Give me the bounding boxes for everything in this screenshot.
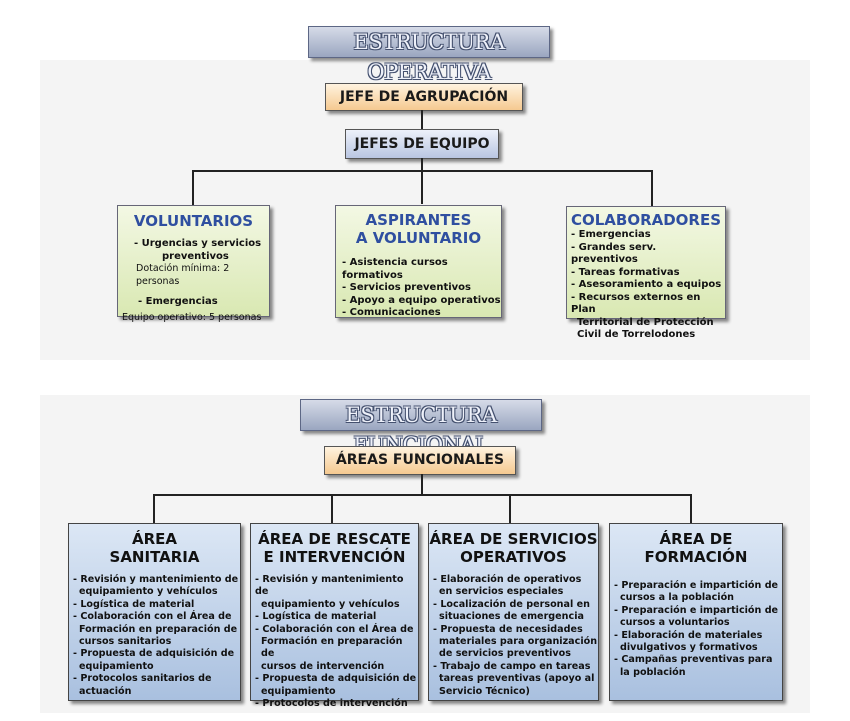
aspirantes-title-line1: ASPIRANTES — [365, 211, 472, 229]
area-title-line2: FORMACIÓN — [644, 548, 748, 566]
connector — [651, 170, 653, 206]
connector — [690, 494, 692, 523]
area-item: de servicios preventivos — [439, 648, 571, 660]
voluntarios-line: preventivos — [162, 250, 229, 262]
area-item: - Colaboración con el Área de — [255, 623, 414, 635]
area-formacion-box: ÁREA DE FORMACIÓN - Preparación e impart… — [609, 523, 783, 701]
jefe-agrupacion-box: JEFE DE AGRUPACIÓN — [325, 83, 523, 111]
colaboradores-item: - Asesoramiento a equipos — [571, 279, 722, 290]
connector — [421, 474, 423, 495]
area-item: - Revisión y mantenimiento de — [255, 574, 404, 598]
area-title-line1: ÁREA DE SERVICIOS — [429, 530, 598, 548]
area-item: - Elaboración de operativos — [433, 574, 582, 585]
area-item: situaciones de emergencia — [439, 611, 584, 623]
area-items: - Preparación e impartición de cursos a … — [614, 580, 782, 679]
area-item: Formación en preparación de — [261, 636, 403, 660]
operativa-banner: ESTRUCTURA OPERATIVA — [308, 26, 550, 84]
area-item: - Protocolos de intervención — [255, 698, 408, 710]
area-sanitaria-box: ÁREA SANITARIA - Revisión y mantenimient… — [68, 523, 241, 701]
area-item: - Protocolos sanitarios de — [73, 673, 212, 685]
area-title-line1: ÁREA DE RESCATE — [258, 530, 411, 548]
connector — [331, 494, 333, 523]
area-item: en servicios especiales — [439, 586, 564, 598]
connector — [421, 110, 423, 129]
colaboradores-item: Territorial de Protección — [577, 316, 714, 328]
area-item: - Propuesta de necesidades — [433, 623, 583, 635]
voluntarios-line: - Urgencias y servicios — [134, 238, 262, 249]
area-item: - Trabajo de campo en tareas — [433, 660, 591, 672]
area-item: - Colaboración con el Área de — [73, 611, 232, 623]
area-item: equipamiento — [79, 660, 154, 672]
aspirantes-title-line2: A VOLUNTARIO — [355, 229, 482, 247]
area-item: divulgativos y formativos — [620, 642, 758, 654]
area-servicios-box: ÁREA DE SERVICIOS OPERATIVOS - Elaboraci… — [428, 523, 599, 701]
area-item: materiales para organización — [439, 636, 598, 648]
area-item: Servicio Técnico) — [439, 685, 530, 697]
area-item: equipamiento — [261, 685, 336, 697]
areas-funcionales-box: ÁREAS FUNCIONALES — [324, 446, 516, 475]
area-item: cursos de intervención — [261, 660, 385, 672]
colaboradores-item: - Emergencias — [571, 229, 651, 240]
colaboradores-item: - Grandes serv. preventivos — [571, 241, 657, 266]
aspirantes-item: - Asistencia cursos formativos — [342, 257, 448, 281]
voluntarios-line: - Emergencias — [138, 296, 218, 307]
area-item: actuación — [79, 685, 132, 697]
aspirantes-item: - Servicios preventivos — [342, 282, 471, 293]
area-item: - Preparación e impartición de — [614, 580, 779, 591]
colaboradores-box: COLABORADORES - Emergencias - Grandes se… — [566, 206, 726, 340]
connector — [421, 158, 423, 171]
area-item: - Revisión y mantenimiento de — [73, 574, 239, 585]
voluntarios-box: VOLUNTARIOS - Urgencias y servicios prev… — [117, 205, 270, 323]
area-title-line1: ÁREA DE — [659, 530, 733, 548]
connector — [153, 494, 155, 523]
jefes-equipo-box: JEFES DE EQUIPO — [345, 129, 499, 159]
area-item: equipamiento y vehículos — [261, 598, 400, 610]
area-item: tareas preventivas (apoyo al — [439, 673, 595, 685]
area-item: cursos a la población — [620, 592, 735, 604]
area-title-line2: OPERATIVOS — [460, 548, 567, 566]
area-item: Formación en preparación de — [79, 623, 238, 635]
aspirantes-list: - Asistencia cursos formativos - Servici… — [342, 257, 501, 320]
area-title-line1: ÁREA — [131, 530, 177, 548]
colaboradores-title: COLABORADORES — [570, 211, 722, 229]
area-item: - Campañas preventivas para — [614, 654, 773, 666]
voluntarios-line: Equipo operativo: 5 personas — [122, 311, 262, 323]
area-item: - Elaboración de materiales — [614, 629, 763, 641]
connector — [509, 494, 511, 523]
area-item: la población — [620, 666, 686, 678]
aspirantes-box: ASPIRANTES A VOLUNTARIO - Asistencia cur… — [335, 205, 502, 318]
area-item: - Propuesta de adquisición de — [73, 648, 235, 660]
area-item: - Propuesta de adquisición de — [255, 673, 417, 685]
area-item: - Preparación e impartición de — [614, 604, 779, 616]
area-item: cursos a voluntarios — [620, 617, 730, 629]
aspirantes-item: - Apoyo a equipo operativos — [342, 294, 501, 306]
area-item: cursos sanitarios — [79, 636, 172, 648]
area-item: - Localización de personal en — [433, 598, 590, 610]
area-item: - Logística de material — [73, 598, 195, 610]
area-item: equipamiento y vehículos — [79, 586, 218, 598]
funcional-banner: ESTRUCTURA FUNCIONAL — [300, 399, 542, 457]
area-items: - Revisión y mantenimiento de equipamien… — [255, 574, 418, 710]
area-rescate-box: ÁREA DE RESCATE E INTERVENCIÓN - Revisió… — [250, 523, 419, 709]
area-title-line2: SANITARIA — [109, 548, 200, 566]
voluntarios-title: VOLUNTARIOS — [133, 212, 254, 230]
area-items: - Revisión y mantenimiento de equipamien… — [73, 574, 240, 698]
connector — [192, 170, 194, 205]
colaboradores-item: Civil de Torrelodones — [577, 329, 696, 340]
area-items: - Elaboración de operativos en servicios… — [433, 574, 598, 698]
colaboradores-item: - Recursos externos en Plan — [571, 291, 701, 316]
area-title-line2: E INTERVENCIÓN — [263, 548, 406, 566]
voluntarios-line: Dotación mínima: 2 personas — [136, 263, 230, 287]
colaboradores-item: - Tareas formativas — [571, 266, 680, 278]
connector — [421, 170, 423, 204]
area-item: - Logística de material — [255, 611, 377, 623]
colaboradores-list: - Emergencias - Grandes serv. preventivo… — [571, 229, 725, 342]
connector — [153, 494, 692, 496]
aspirantes-item: - Comunicaciones — [342, 307, 441, 318]
